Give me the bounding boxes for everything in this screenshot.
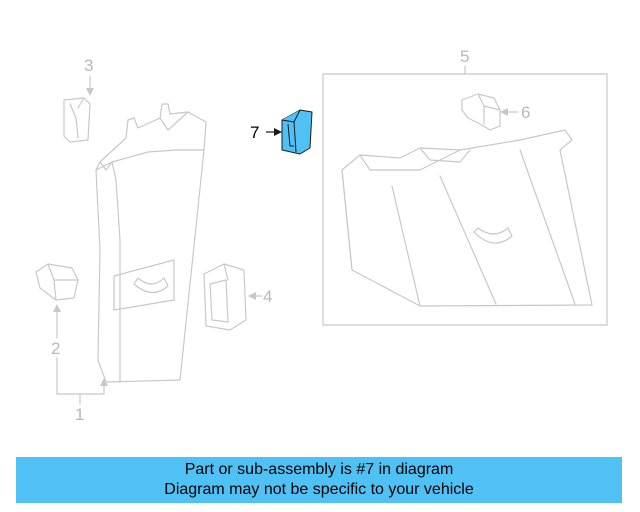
callout-6-arrow bbox=[500, 108, 508, 116]
part-7-highlighted bbox=[281, 109, 313, 155]
callout-7: 7 bbox=[250, 123, 260, 142]
callout-7-arrow bbox=[274, 128, 282, 136]
callout-3-arrow bbox=[86, 88, 94, 96]
lower-trim-panel bbox=[341, 129, 593, 307]
pillar-trim bbox=[95, 103, 207, 383]
callout-6: 6 bbox=[521, 103, 531, 122]
part-3-clip bbox=[63, 97, 91, 143]
callout-1: 1 bbox=[75, 405, 85, 424]
callout-2: 2 bbox=[51, 339, 61, 358]
callout-1-arrow bbox=[100, 378, 108, 386]
callout-5: 5 bbox=[460, 47, 470, 66]
part-6-clip bbox=[461, 93, 501, 131]
info-banner: Part or sub-assembly is #7 in diagram Di… bbox=[16, 457, 622, 503]
part-4-clip bbox=[203, 263, 247, 331]
banner-line-1: Part or sub-assembly is #7 in diagram bbox=[184, 461, 454, 478]
callout-2-arrow bbox=[53, 304, 61, 312]
part-2-clip bbox=[35, 263, 79, 301]
callout-4: 4 bbox=[263, 287, 273, 306]
callout-3: 3 bbox=[84, 56, 94, 75]
callout-1-bracket bbox=[56, 383, 105, 395]
callout-4-arrow bbox=[248, 292, 256, 300]
banner-line-2: Diagram may not be specific to your vehi… bbox=[164, 481, 474, 498]
